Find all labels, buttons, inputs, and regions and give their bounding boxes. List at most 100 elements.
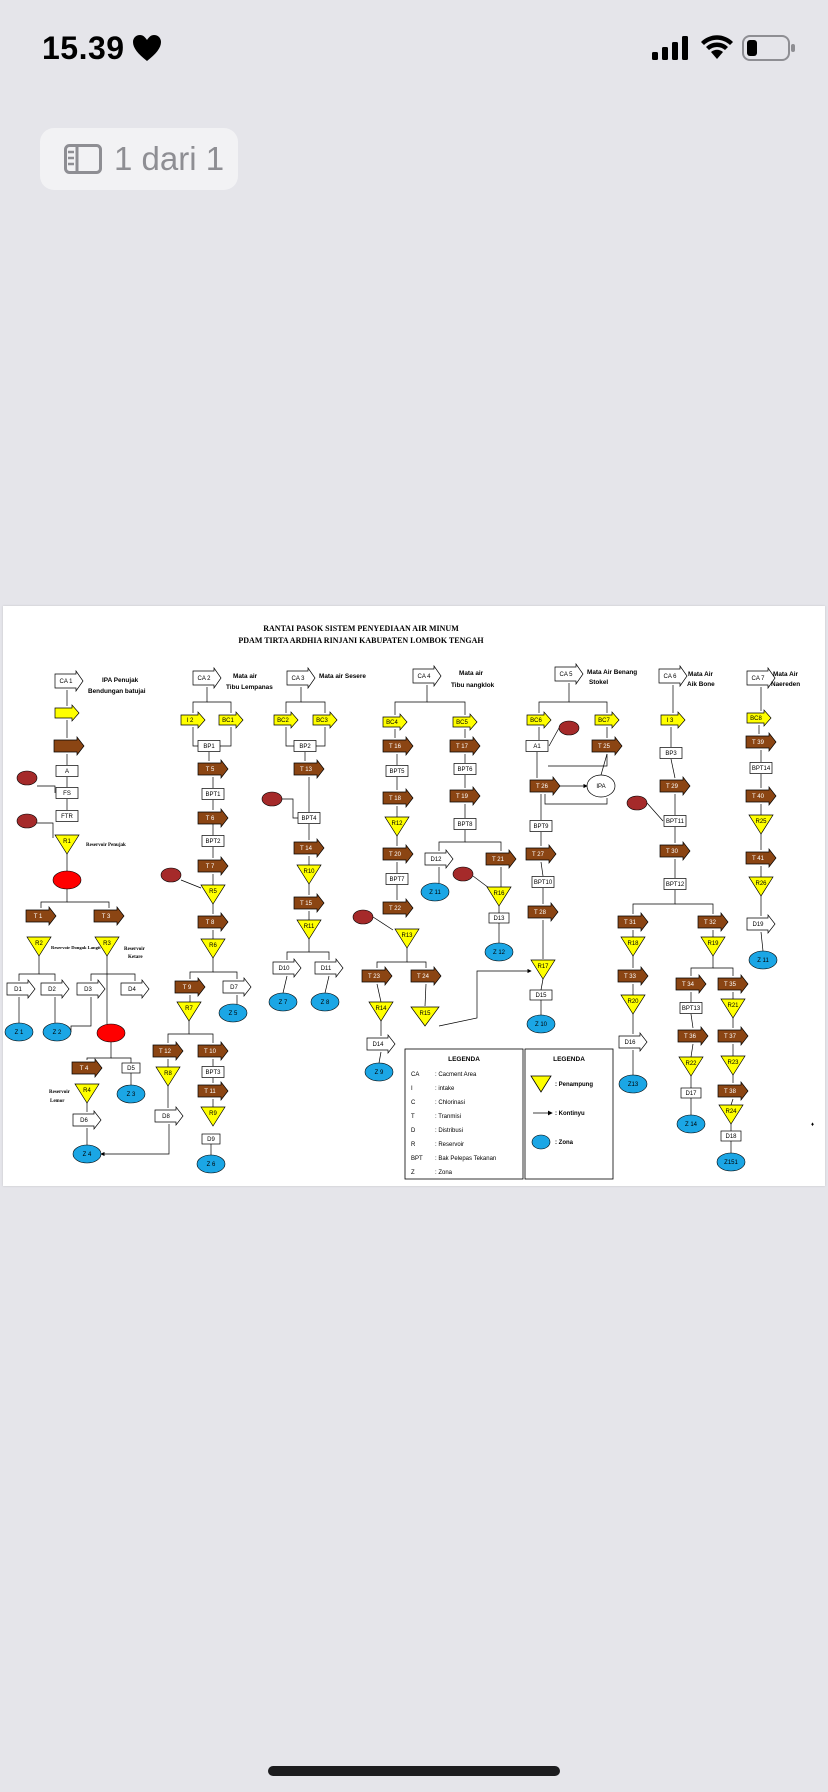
distribution-arrow-d6-label: D6 — [80, 1118, 88, 1124]
intake-arrow-bc1-label: BC1 — [222, 718, 234, 724]
transmission-arrow-t22 — [382, 897, 414, 919]
reservoir-r9-label: R9 — [209, 1111, 217, 1117]
wifi-icon — [701, 35, 733, 59]
catchment-arrow-ca6 — [658, 664, 688, 688]
transmission-arrow-t26-label: T 26 — [536, 784, 549, 790]
zone-z8 — [310, 992, 340, 1012]
box-node-bpt11-label: BPT11 — [666, 819, 685, 825]
distribution-arrow-d6 — [72, 1109, 102, 1131]
transmission-arrow-t27 — [525, 843, 557, 865]
box-node-bpt4 — [297, 812, 321, 824]
box-node-bpt6 — [453, 763, 477, 775]
transmission-arrow-t6 — [197, 807, 229, 829]
box-node-a-label: A — [65, 769, 69, 775]
reservoir-r7-label: R7 — [185, 1006, 193, 1012]
status-bar: 15.39 — [0, 0, 828, 100]
transmission-arrow-t8 — [197, 911, 229, 933]
reservoir-r13 — [394, 928, 420, 949]
chlorination-1 — [16, 770, 38, 786]
intake-arrow-blank — [54, 704, 80, 722]
transmission-arrow-t13-label: T 13 — [300, 767, 313, 773]
distribution-arrow-d3-label: D3 — [84, 987, 92, 993]
status-time: 15.39 — [42, 30, 125, 66]
transmission-arrow-t39 — [745, 731, 777, 753]
home-indicator[interactable] — [268, 1766, 560, 1776]
transmission-arrow-t38 — [717, 1080, 749, 1102]
intake-arrow-bc8-label: BC8 — [750, 716, 762, 722]
source-label-mata-air-sesere: Mata air Sesere — [319, 673, 366, 680]
box-node-d15-label: D15 — [535, 993, 547, 999]
transmission-arrow-t39-label: T 39 — [752, 740, 765, 746]
reservoir-label-ketare-1: Reservoir — [124, 947, 146, 952]
reservoir-r14-label: R14 — [375, 1006, 387, 1012]
distribution-arrow-d11 — [314, 957, 344, 979]
distribution-arrow-d1 — [6, 978, 36, 1000]
transmission-arrow-t26 — [529, 775, 561, 797]
box-node-bpt7-label: BPT7 — [389, 877, 405, 883]
transmission-arrow-t20-label: T 20 — [389, 852, 402, 858]
box-node-bpt12 — [663, 878, 687, 890]
catchment-arrow-ca7 — [746, 666, 776, 690]
transmission-arrow-t6-label: T 6 — [206, 816, 215, 822]
legend-abbr-z: Z — [411, 1170, 415, 1176]
box-node-bpt4-label: BPT4 — [301, 816, 317, 822]
reservoir-r5 — [200, 884, 226, 905]
box-node-d5-label: D5 — [127, 1066, 135, 1072]
transmission-arrow-t37 — [717, 1025, 749, 1047]
box-node-bpt2-label: BPT2 — [205, 839, 221, 845]
source-label-ipa-penujak: IPA Penujak — [102, 677, 139, 684]
transmission-arrow-t37-label: T 37 — [724, 1034, 737, 1040]
zone-z1 — [4, 1022, 34, 1042]
transmission-arrow-t12 — [152, 1040, 184, 1062]
distribution-arrow-d14-label: D14 — [372, 1042, 384, 1048]
catchment-arrow-ca5 — [554, 662, 584, 686]
reservoir-r12 — [384, 816, 410, 837]
reservoir-r17 — [530, 959, 556, 980]
transmission-arrow-t1-label: T 1 — [34, 914, 43, 920]
reservoir-r1-label: R1 — [63, 839, 71, 845]
distribution-arrow-d10-label: D10 — [278, 966, 290, 972]
legend-penampung-label: : Penampung — [555, 1082, 593, 1088]
zone-z12-label: Z 12 — [493, 950, 506, 956]
transmission-arrow-t16-label: T 16 — [389, 744, 402, 750]
catchment-arrow-ca1 — [54, 669, 84, 693]
transmission-arrow-t22-label: T 22 — [389, 906, 402, 912]
distribution-arrow-d12-label: D12 — [430, 857, 442, 863]
transmission-arrow-t40-label: T 40 — [752, 794, 765, 800]
intake-arrow-bc5 — [452, 713, 478, 731]
reservoir-r7 — [176, 1001, 202, 1022]
pump-node-1 — [52, 870, 82, 890]
transmission-arrow-t29-label: T 29 — [666, 784, 679, 790]
box-node-bpt13-label: BPT13 — [682, 1006, 701, 1012]
catchment-arrow-ca5-label: CA 5 — [559, 672, 573, 678]
box-node-bpt9-label: BPT9 — [533, 824, 549, 830]
zone-z14-label: Z 14 — [685, 1122, 698, 1128]
reservoir-label-dongak-langit-1: Reservoir Dongak Langit — [51, 945, 101, 950]
transmission-arrow-t3-label: T 3 — [102, 914, 111, 920]
reservoir-r25-label: R25 — [755, 819, 767, 825]
transmission-arrow-t40 — [745, 785, 777, 807]
box-node-bpt12-label: BPT12 — [666, 882, 685, 888]
catchment-arrow-ca4-label: CA 4 — [417, 674, 431, 680]
diagram-title-line2: PDAM TIRTA ARDHIA RINJANI KABUPATEN LOMB… — [238, 636, 484, 645]
reservoir-r2-label: R2 — [35, 941, 43, 947]
box-node-d17 — [680, 1087, 702, 1099]
distribution-arrow-d12 — [424, 848, 454, 870]
connector-lines — [18, 683, 764, 1157]
page-indicator-button[interactable]: 1 dari 1 — [40, 128, 238, 190]
reservoir-r23-label: R23 — [727, 1060, 739, 1066]
heart-icon — [133, 35, 161, 61]
distribution-arrow-d11-label: D11 — [321, 966, 332, 972]
transmission-arrow-t34-label: T 34 — [682, 982, 695, 988]
transmission-arrow-t16 — [382, 735, 414, 757]
pump-node-2 — [96, 1023, 126, 1043]
box-node-bpt8 — [453, 818, 477, 830]
box-node-bpt14 — [749, 762, 773, 774]
transmission-arrow-t8-label: T 8 — [206, 920, 215, 926]
zone-z13-label: Z13 — [628, 1082, 639, 1088]
reservoir-r19 — [700, 936, 726, 957]
reservoir-r5-label: R5 — [209, 889, 217, 895]
ipa-node — [586, 774, 616, 798]
transmission-arrow-t35 — [717, 973, 749, 995]
